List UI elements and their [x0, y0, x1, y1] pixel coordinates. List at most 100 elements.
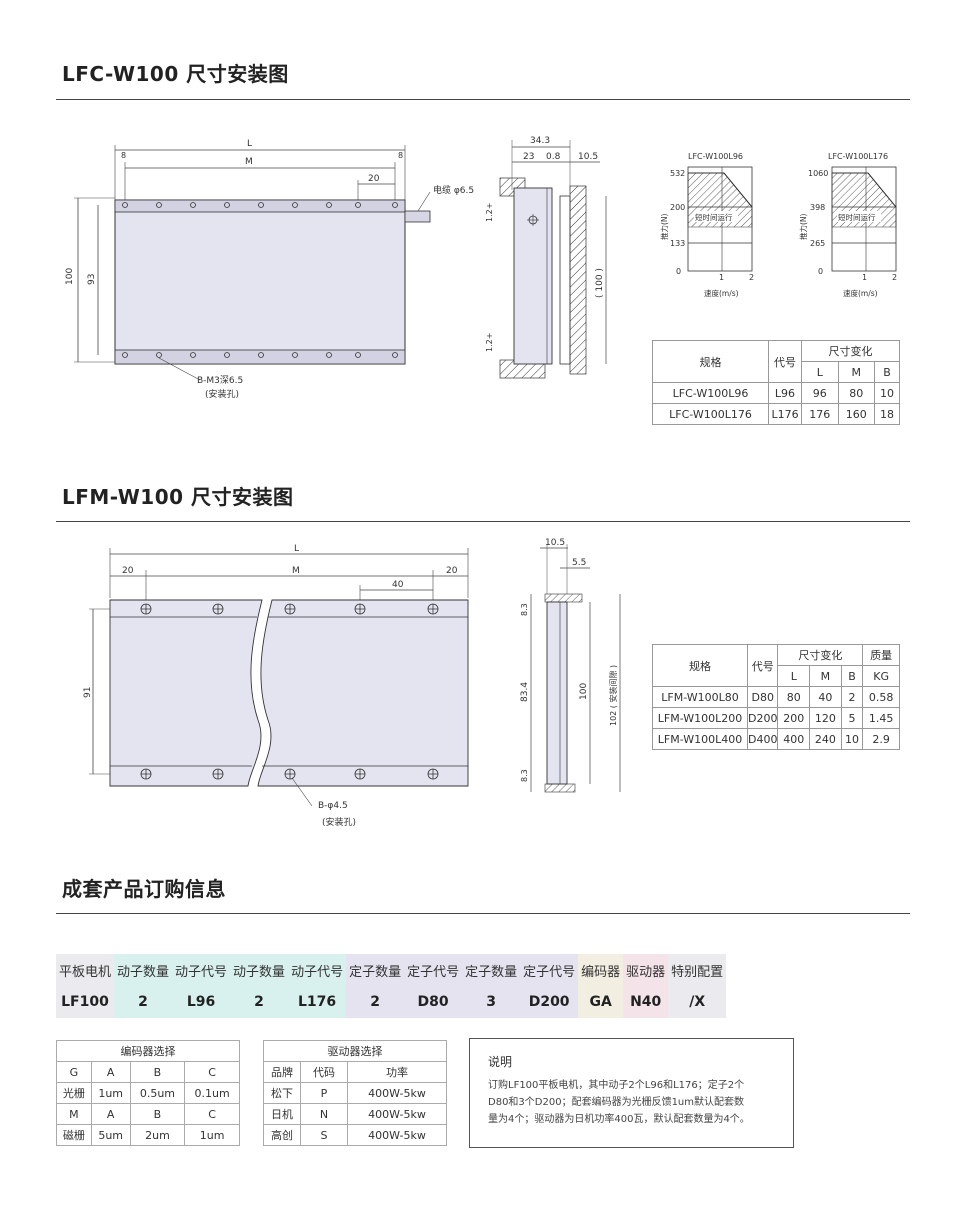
order-value-cell: N40 [623, 986, 669, 1018]
order-value-cell: GA [578, 986, 624, 1018]
lfc-dim-20: 20 [368, 174, 380, 184]
table-row: 光栅 1um 0.5um 0.1um [56, 1082, 240, 1104]
lfc-h-spec: 规格 [652, 340, 769, 383]
cell: M [56, 1103, 92, 1125]
lfm-h-spec: 规格 [652, 644, 748, 687]
cell: 磁栅 [56, 1124, 92, 1146]
cell: LFC-W100L96 [652, 382, 769, 404]
cell: 1um [184, 1124, 240, 1146]
lfm-dim-L: L [294, 544, 299, 554]
cell: B [129, 1061, 186, 1083]
order-header-cell: 动子代号 [288, 954, 347, 986]
cell: 日机 [263, 1103, 301, 1125]
lfc-side-1-2-top: 1.2+ [485, 203, 494, 222]
lfc-side-34-3: 34.3 [530, 136, 550, 146]
note-title: 说明 [488, 1055, 513, 1069]
order-value-cell: D80 [404, 986, 463, 1018]
order-header-cell: 定子代号 [520, 954, 579, 986]
cell: 高创 [263, 1124, 301, 1146]
order-header-cell: 定子代号 [404, 954, 463, 986]
lfm-hole-sub: (安装孔) [322, 816, 356, 828]
lfm-h-mass: 质量 [862, 644, 900, 666]
lfc-side-1-2-bottom: 1.2+ [485, 333, 494, 352]
cell: 代码 [300, 1061, 348, 1083]
cell: 松下 [263, 1082, 301, 1104]
lfm-section-title: LFM-W100 尺寸安装图 [62, 485, 294, 509]
table-row: 品牌 代码 功率 [263, 1061, 447, 1083]
order-value-cell: 3 [462, 986, 521, 1018]
driver-title: 驱动器选择 [263, 1040, 447, 1062]
lfm-side-8-3-bottom: 8.3 [520, 769, 529, 782]
lfc-spec-table: 规格 代号 尺寸变化 L M B LFC-W100L96 L96 96 80 1… [652, 340, 900, 425]
note-body: 订购LF100平板电机，其中动子2个L96和L176；定子2个 D80和3个D2… [488, 1077, 788, 1128]
cell: 功率 [347, 1061, 447, 1083]
order-value-cell: L96 [172, 986, 231, 1018]
order-code-table: 平板电机动子数量动子代号动子数量动子代号定子数量定子代号定子数量定子代号编码器驱… [56, 954, 727, 1018]
cell: 0.58 [862, 686, 900, 708]
cell: C [184, 1061, 240, 1083]
table-row: LFM-W100L200 D200 200 120 5 1.45 [652, 707, 900, 729]
order-value-cell: 2 [230, 986, 289, 1018]
lfc-h-L: L [801, 361, 839, 383]
table-row: 日机 N 400W-5kw [263, 1103, 447, 1125]
lfc-side-10-5: 10.5 [578, 152, 598, 162]
chart1-title: LFC-W100L96 [688, 152, 743, 161]
table-row: M A B C [56, 1103, 240, 1125]
order-value-cell: L176 [288, 986, 347, 1018]
order-header-row: 平板电机动子数量动子代号动子数量动子代号定子数量定子代号定子数量定子代号编码器驱… [56, 954, 727, 986]
lfc-h-dim: 尺寸变化 [801, 340, 900, 362]
cell: 80 [777, 686, 811, 708]
cell: 5 [840, 707, 864, 729]
order-section-title: 成套产品订购信息 [62, 877, 226, 901]
cell: 160 [837, 403, 876, 425]
lfm-side-10-5: 10.5 [545, 538, 565, 548]
lfc-divider [56, 99, 910, 100]
lfm-side-8-3-top: 8.3 [520, 603, 529, 616]
lfm-h-B: B [840, 665, 864, 687]
table-row: LFC-W100L176 L176 176 160 18 [652, 403, 900, 425]
chart2-xtick-0: 1 [862, 273, 867, 282]
chart1-ylabel: 推力(N) [660, 213, 669, 240]
cell: N [300, 1103, 348, 1125]
encoder-title: 编码器选择 [56, 1040, 240, 1062]
cell: LFC-W100L176 [652, 403, 769, 425]
chart2-ytick-3: 0 [818, 267, 823, 276]
cell: 400W-5kw [347, 1124, 447, 1146]
lfm-h-L: L [777, 665, 811, 687]
lfc-h-M: M [837, 361, 876, 383]
cell: 2um [129, 1124, 186, 1146]
cell: 0.1um [184, 1082, 240, 1104]
lfm-spec-table: 规格 代号 尺寸变化 质量 L M B KG LFM-W100L80 D80 8… [652, 644, 900, 750]
order-header-cell: 定子数量 [462, 954, 521, 986]
cell: D400 [746, 728, 779, 750]
thrust-charts: LFC-W100L96 短时间运行 532 200 133 0 1 2 速度(m… [660, 152, 897, 298]
cell: 0.5um [129, 1082, 186, 1104]
cell: 10 [840, 728, 864, 750]
lfc-dim-8-right: 8 [398, 151, 403, 160]
order-value-cell: D200 [520, 986, 579, 1018]
order-value-cell: 2 [346, 986, 405, 1018]
lfm-dim-M: M [292, 566, 300, 576]
chart2-region-label: 短时间运行 [838, 212, 876, 222]
cell: A [90, 1103, 131, 1125]
chart1-ytick-1: 200 [670, 203, 685, 212]
cell: 240 [809, 728, 842, 750]
cell: LFM-W100L80 [652, 686, 748, 708]
lfm-hole-label: B-φ4.5 [318, 801, 348, 811]
lfm-side-102: 102 ( 安装间隙 ) [608, 665, 618, 726]
chart2-ylabel: 推力(N) [798, 213, 808, 240]
note-line: 订购LF100平板电机，其中动子2个L96和L176；定子2个 [488, 1080, 745, 1091]
cell: 176 [801, 403, 839, 425]
cell: 18 [874, 403, 900, 425]
lfc-h-code: 代号 [768, 340, 802, 383]
lfc-hole-sub: (安装孔) [205, 388, 239, 400]
chart1-ytick-2: 133 [670, 239, 685, 248]
chart2-ytick-1: 398 [810, 203, 825, 212]
cell: D80 [746, 686, 779, 708]
chart1-ytick-3: 0 [676, 267, 681, 276]
table-row: 松下 P 400W-5kw [263, 1082, 447, 1104]
cell: 96 [801, 382, 839, 404]
chart1-xlabel: 速度(m/s) [704, 288, 739, 298]
lfc-dim-100: 100 [65, 268, 75, 285]
